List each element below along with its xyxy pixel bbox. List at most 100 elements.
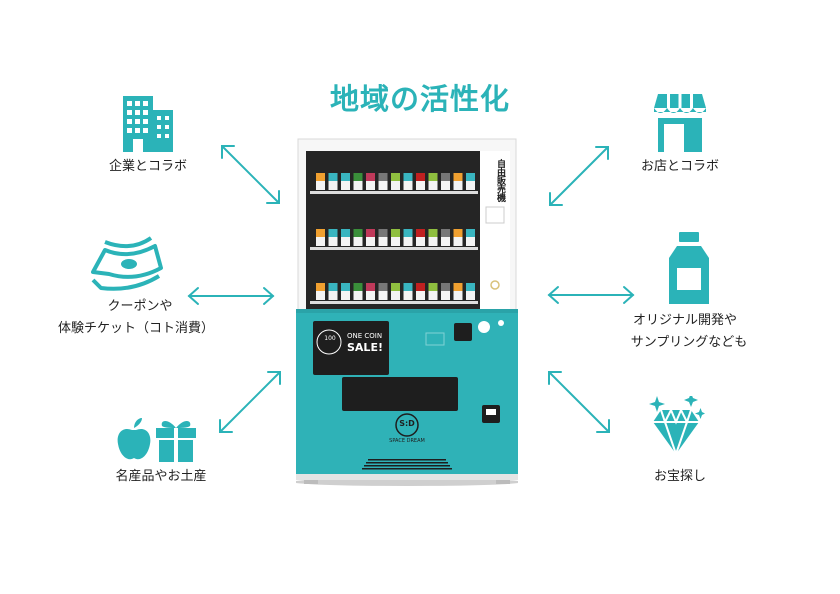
product-body xyxy=(453,291,463,300)
product-cap xyxy=(391,229,400,237)
product-cap xyxy=(403,229,413,237)
label-local-products: 名産品やお土産 xyxy=(115,469,207,484)
product-body xyxy=(403,237,413,246)
diamond-icon xyxy=(649,396,705,458)
label-corporate-collab: 企業とコラボ xyxy=(108,159,187,174)
product-body xyxy=(328,181,338,190)
brand-text: SPACE DREAM xyxy=(389,438,425,444)
product-body xyxy=(341,291,350,300)
product-cap xyxy=(391,173,400,181)
product-body xyxy=(391,181,400,190)
product-body xyxy=(353,291,363,300)
product-body xyxy=(428,237,438,246)
label-original-development: オリジナル開発や xyxy=(632,313,737,328)
office-building-icon xyxy=(123,96,173,152)
product-cap xyxy=(466,173,475,181)
product-cap xyxy=(378,229,388,237)
product-body xyxy=(328,237,338,246)
product-cap xyxy=(366,229,375,237)
product-cap xyxy=(353,173,363,181)
product-body xyxy=(316,237,325,246)
sale-text: SALE! xyxy=(347,341,383,354)
product-cap xyxy=(328,173,338,181)
product-cap xyxy=(416,283,425,291)
product-body xyxy=(453,237,463,246)
product-cap xyxy=(453,229,463,237)
machine-vertical-label: 自由販売機 xyxy=(495,159,505,202)
product-cap xyxy=(341,229,350,237)
vent-slat xyxy=(366,462,448,464)
product-cap xyxy=(378,283,388,291)
product-body xyxy=(453,181,463,190)
product-body xyxy=(328,291,338,300)
product-cap xyxy=(316,283,325,291)
product-body xyxy=(466,237,475,246)
arrow-middle-right xyxy=(547,286,635,304)
product-cap xyxy=(453,173,463,181)
product-cap xyxy=(353,229,363,237)
label-experience-tickets: 体験チケット（コト消費） xyxy=(57,321,214,336)
arrow-bottom-right xyxy=(548,371,610,433)
product-body xyxy=(366,291,375,300)
label-coupons: クーポンや xyxy=(107,299,173,314)
product-cap xyxy=(466,283,475,291)
bottle-icon xyxy=(669,232,709,304)
product-body xyxy=(428,181,438,190)
cash-bills-icon xyxy=(91,236,163,291)
arrow-top-left xyxy=(221,145,280,204)
product-body xyxy=(416,237,425,246)
product-cap xyxy=(453,283,463,291)
shelf xyxy=(310,247,478,250)
arrow-top-right xyxy=(549,146,609,206)
badge-100: 100 xyxy=(324,335,336,342)
product-cap xyxy=(366,283,375,291)
product-cap xyxy=(328,283,338,291)
vent-slat xyxy=(362,468,452,470)
product-body xyxy=(341,237,350,246)
product-cap xyxy=(391,283,400,291)
product-cap xyxy=(316,173,325,181)
product-cap xyxy=(403,173,413,181)
product-cap xyxy=(441,173,450,181)
product-cap xyxy=(403,283,413,291)
one-coin-text: ONE COIN xyxy=(347,332,383,340)
product-body xyxy=(416,181,425,190)
product-body xyxy=(416,291,425,300)
vending-machine: 自由販売機 100 ONE COIN SALE! S:D SPACE DREAM xyxy=(292,137,522,487)
product-cap xyxy=(441,229,450,237)
apple-gift-icon xyxy=(117,418,196,462)
product-body xyxy=(403,291,413,300)
product-body xyxy=(441,291,450,300)
product-body xyxy=(466,181,475,190)
product-cap xyxy=(428,229,438,237)
product-cap xyxy=(441,283,450,291)
product-body xyxy=(378,181,388,190)
product-cap xyxy=(466,229,475,237)
product-cap xyxy=(428,173,438,181)
product-body xyxy=(353,181,363,190)
product-body xyxy=(428,291,438,300)
label-sampling: サンプリングなども xyxy=(630,335,748,350)
product-body xyxy=(353,237,363,246)
arrow-bottom-left xyxy=(219,371,281,433)
product-body xyxy=(378,237,388,246)
arrow-middle-left xyxy=(187,287,275,305)
product-cap xyxy=(316,229,325,237)
storefront-icon xyxy=(654,94,706,152)
product-cap xyxy=(353,283,363,291)
product-cap xyxy=(416,173,425,181)
product-cap xyxy=(416,229,425,237)
product-body xyxy=(466,291,475,300)
product-body xyxy=(403,181,413,190)
vent-slat xyxy=(368,459,446,461)
product-cap xyxy=(341,283,350,291)
vending-machine-drawing xyxy=(292,138,522,486)
page-title: 地域の活性化 xyxy=(329,82,510,116)
product-cap xyxy=(428,283,438,291)
product-cap xyxy=(328,229,338,237)
shelf xyxy=(310,301,478,304)
product-cap xyxy=(378,173,388,181)
shelf xyxy=(310,191,478,194)
product-body xyxy=(341,181,350,190)
